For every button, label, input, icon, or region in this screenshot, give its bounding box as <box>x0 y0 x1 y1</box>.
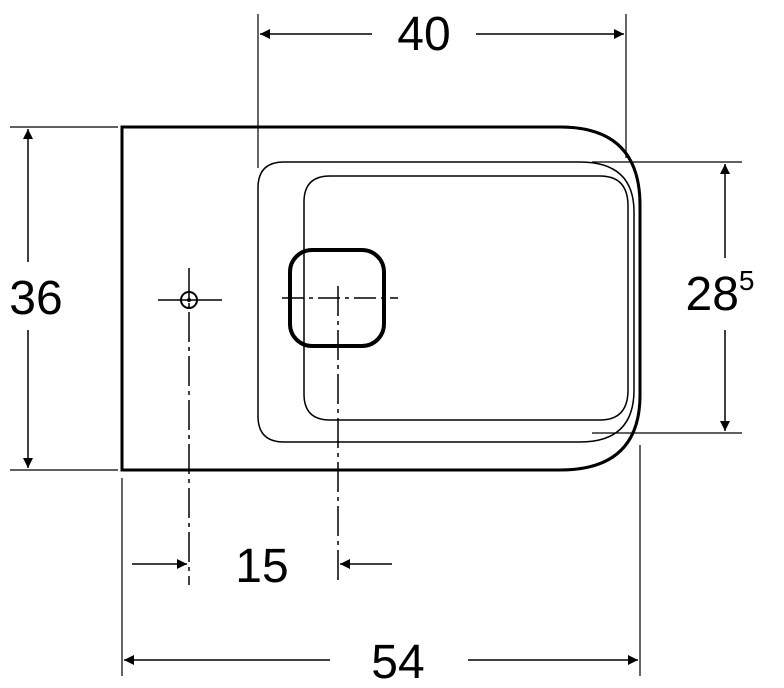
center-lines <box>158 268 398 585</box>
dim-label-28-main: 28 <box>686 268 739 321</box>
dim-label-28-5: 285 <box>686 265 755 321</box>
bowl-rim-outer <box>257 161 635 443</box>
bowl-basin <box>303 175 629 421</box>
dim-label-54: 54 <box>371 636 424 688</box>
dim-label-28-superscript: 5 <box>739 265 755 296</box>
extension-lines <box>10 14 742 676</box>
dim-label-36: 36 <box>9 272 62 325</box>
dim-label-15: 15 <box>235 540 288 593</box>
dimension-lines <box>23 29 730 665</box>
outer-body <box>120 125 642 472</box>
dim-label-40: 40 <box>397 8 450 61</box>
